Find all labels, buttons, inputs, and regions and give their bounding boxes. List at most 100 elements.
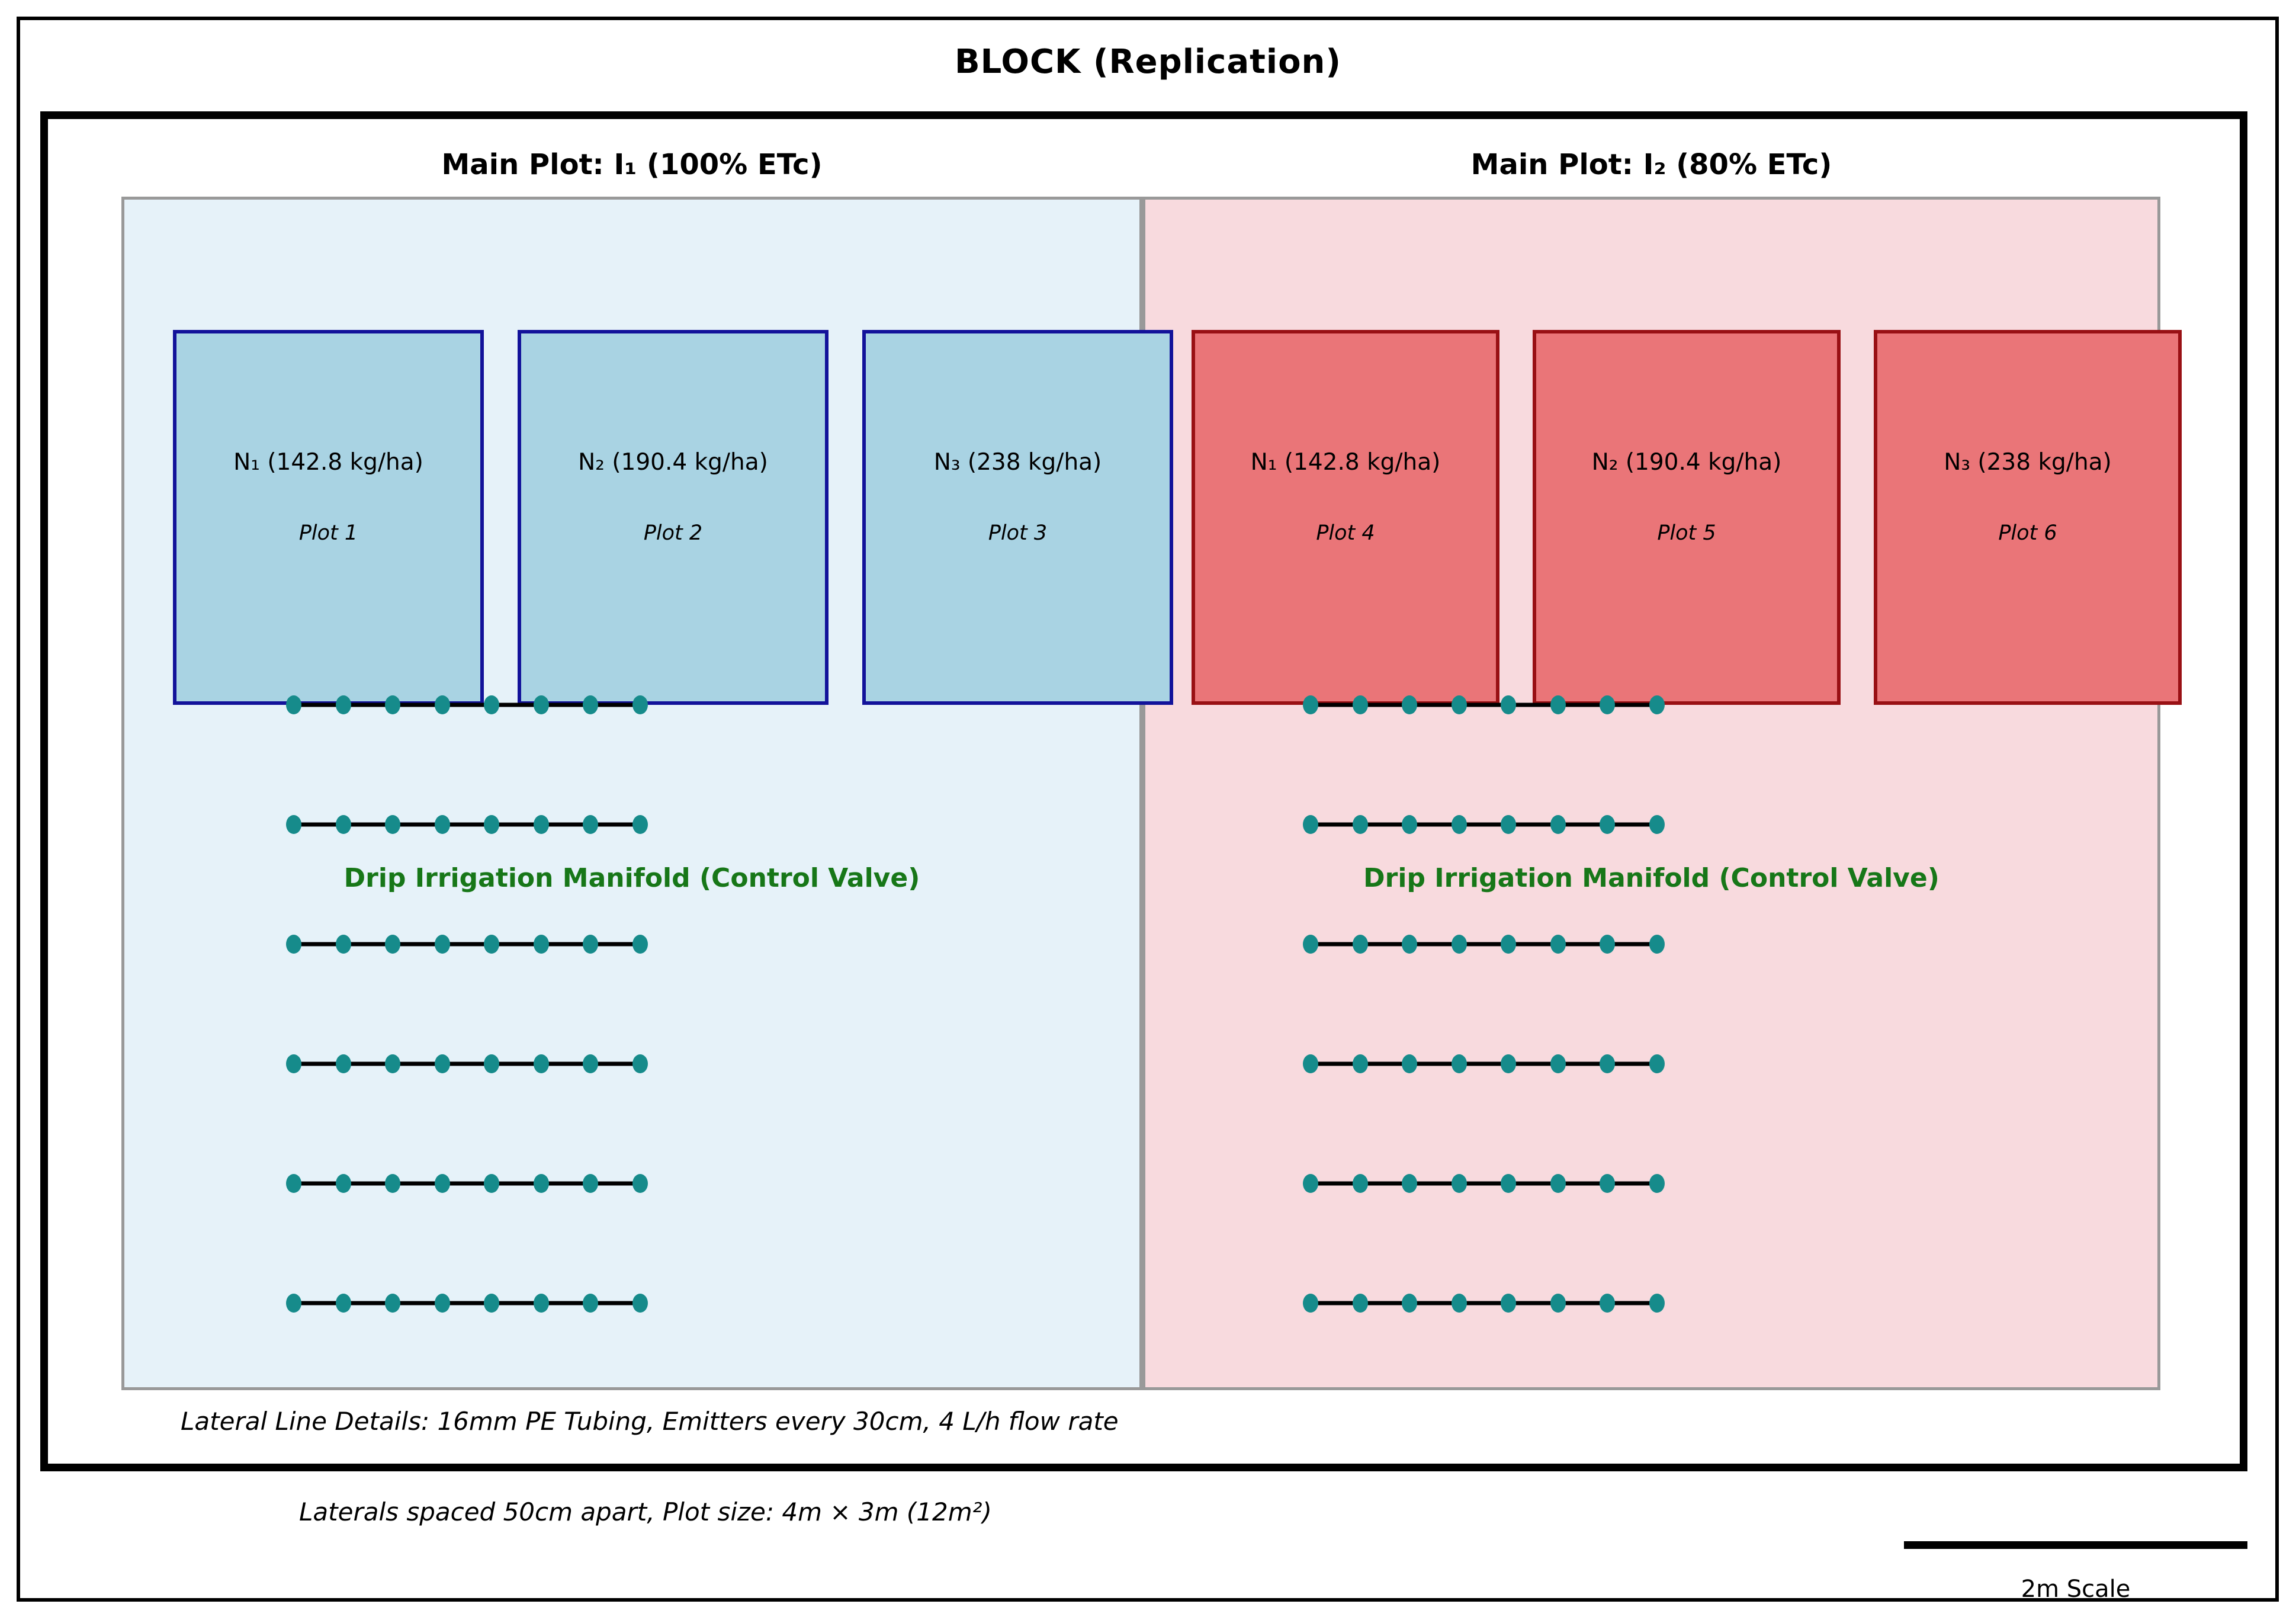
lateral-tube [1311, 822, 1657, 827]
emitter-dot [1649, 935, 1665, 954]
emitter-dot [286, 1054, 301, 1073]
emitter-dot [533, 1174, 549, 1193]
emitter-dot [533, 815, 549, 834]
lateral-line [1303, 815, 1665, 834]
emitter-dot [335, 815, 351, 834]
emitter-dot [1352, 1174, 1368, 1193]
lateral-line [1303, 935, 1665, 954]
emitter-dot [1303, 1294, 1318, 1313]
subplot-3-treatment: N₃ (238 kg/ha) [933, 449, 1102, 476]
emitter-dot [385, 935, 401, 954]
emitter-dot [385, 815, 401, 834]
figure-title: BLOCK (Replication) [954, 43, 1342, 81]
lateral-line [1303, 1174, 1665, 1193]
lateral-tube [1311, 1301, 1657, 1305]
emitter-dot [583, 695, 599, 714]
emitter-dot [1600, 935, 1616, 954]
subplot-2: N₂ (190.4 kg/ha) Plot 2 [518, 330, 829, 705]
lateral-tube [1311, 942, 1657, 947]
emitter-dot [1649, 1294, 1665, 1313]
emitter-dot [286, 1294, 301, 1313]
emitter-dot [1501, 1174, 1517, 1193]
lateral-tube [294, 1181, 640, 1186]
emitter-dot [434, 935, 450, 954]
emitter-dot [1501, 935, 1517, 954]
subplot-4-name: Plot 4 [1316, 521, 1375, 545]
emitter-dot [286, 1174, 301, 1193]
emitter-dot [1550, 1174, 1566, 1193]
emitter-dot [1402, 935, 1418, 954]
emitter-dot [1303, 1174, 1318, 1193]
manifold-label-i2: Drip Irrigation Manifold (Control Valve) [1363, 863, 1939, 893]
lateral-tube [294, 1061, 640, 1066]
lateral-line [1303, 1294, 1665, 1313]
emitter-dot [335, 935, 351, 954]
lateral-line [1303, 1054, 1665, 1073]
emitter-dot [1303, 935, 1318, 954]
emitter-dot [385, 1294, 401, 1313]
block-border [40, 111, 2247, 1471]
emitter-dot [583, 815, 599, 834]
emitter-dot [1352, 1294, 1368, 1313]
emitter-dot [533, 695, 549, 714]
lateral-line [286, 935, 648, 954]
emitter-dot [1451, 815, 1467, 834]
emitter-dot [1402, 815, 1418, 834]
emitter-dot [434, 1294, 450, 1313]
emitter-dot [1352, 1054, 1368, 1073]
manifold-label-i1: Drip Irrigation Manifold (Control Valve) [343, 863, 920, 893]
emitter-dot [1600, 1294, 1616, 1313]
subplot-6-treatment: N₃ (238 kg/ha) [1944, 449, 2112, 476]
emitter-dot [335, 1054, 351, 1073]
main-plot-i2-header: Main Plot: I₂ (80% ETc) [1470, 148, 1832, 181]
lateral-tube [1311, 1061, 1657, 1066]
lateral-details-note: Lateral Line Details: 16mm PE Tubing, Em… [181, 1407, 1119, 1436]
subplot-5-name: Plot 5 [1657, 521, 1716, 545]
emitter-dot [1600, 695, 1616, 714]
emitter-dot [632, 1294, 648, 1313]
emitter-dot [434, 815, 450, 834]
emitter-dot [1451, 1054, 1467, 1073]
emitter-dot [484, 815, 500, 834]
emitter-dot [1649, 1174, 1665, 1193]
emitter-dot [1550, 695, 1566, 714]
emitter-dot [385, 1174, 401, 1193]
emitter-dot [1402, 695, 1418, 714]
emitter-dot [434, 1054, 450, 1073]
emitter-dot [335, 695, 351, 714]
subplot-3-name: Plot 3 [988, 521, 1048, 545]
emitter-dot [1451, 1294, 1467, 1313]
emitter-dot [1501, 815, 1517, 834]
lateral-tube [294, 822, 640, 827]
emitter-dot [484, 1174, 500, 1193]
subplot-5-treatment: N₂ (190.4 kg/ha) [1591, 449, 1782, 476]
main-plot-i1-header: Main Plot: I₁ (100% ETc) [441, 148, 823, 181]
emitter-dot [335, 1294, 351, 1313]
subplot-4: N₁ (142.8 kg/ha) Plot 4 [1192, 330, 1499, 705]
emitter-dot [484, 695, 500, 714]
emitter-dot [1303, 1054, 1318, 1073]
lateral-tube [294, 1301, 640, 1305]
emitter-dot [1303, 815, 1318, 834]
subplot-5: N₂ (190.4 kg/ha) Plot 5 [1533, 330, 1841, 705]
emitter-dot [1550, 1294, 1566, 1313]
subplot-6-name: Plot 6 [1998, 521, 2057, 545]
subplot-2-name: Plot 2 [643, 521, 703, 545]
spacing-note: Laterals spaced 50cm apart, Plot size: 4… [299, 1497, 992, 1526]
emitter-dot [1352, 815, 1368, 834]
emitter-dot [1600, 815, 1616, 834]
emitter-dot [632, 815, 648, 834]
emitter-dot [484, 1294, 500, 1313]
emitter-dot [1550, 935, 1566, 954]
lateral-tube [294, 702, 640, 707]
emitter-dot [434, 695, 450, 714]
lateral-line [286, 815, 648, 834]
subplot-4-treatment: N₁ (142.8 kg/ha) [1250, 449, 1441, 476]
emitter-dot [632, 1174, 648, 1193]
emitter-dot [385, 695, 401, 714]
scale-bar-label: 2m Scale [2021, 1576, 2131, 1603]
emitter-dot [1303, 695, 1318, 714]
emitter-dot [533, 935, 549, 954]
emitter-dot [583, 935, 599, 954]
